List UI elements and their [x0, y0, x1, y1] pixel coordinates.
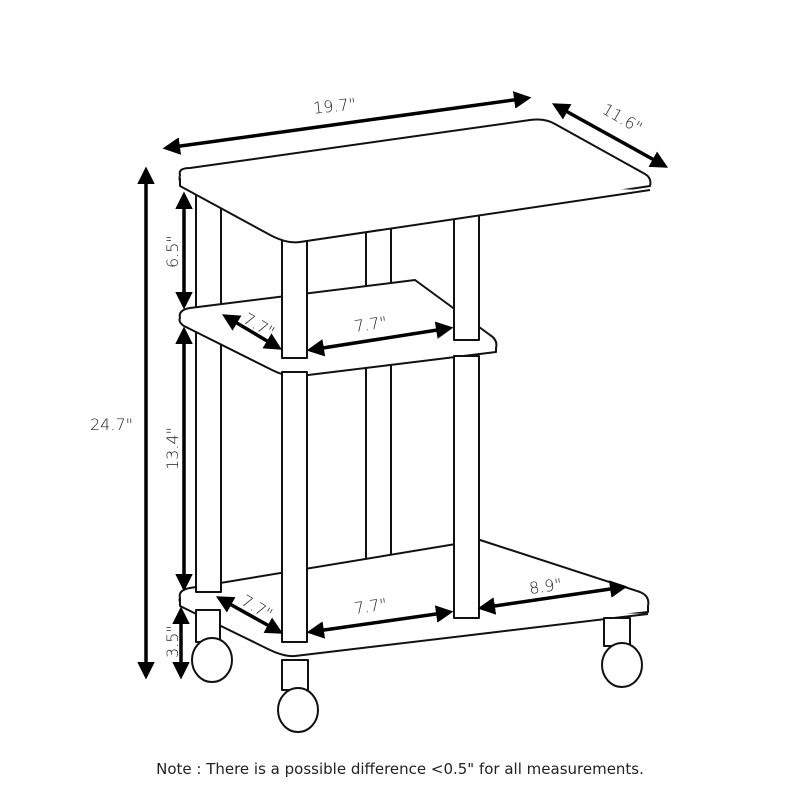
front-posts	[281, 213, 480, 643]
measurement-note: Note : There is a possible difference <0…	[156, 760, 644, 778]
left-posts	[195, 194, 222, 593]
label-bottom-extension: 8.9"	[528, 575, 563, 598]
label-bottom-width: 7.7"	[353, 595, 388, 618]
label-top-gap: 6.5"	[163, 235, 182, 268]
label-middle-gap: 13.4"	[163, 427, 182, 470]
label-caster-height: 3.5"	[163, 625, 182, 658]
top-shelf	[178, 118, 652, 244]
back-posts	[365, 227, 392, 576]
label-total-height: 24.7"	[90, 415, 133, 434]
dimension-arrows	[137, 91, 669, 680]
label-top-width: 19.7"	[312, 94, 357, 117]
label-middle-width: 7.7"	[353, 313, 388, 336]
casters	[191, 609, 643, 733]
